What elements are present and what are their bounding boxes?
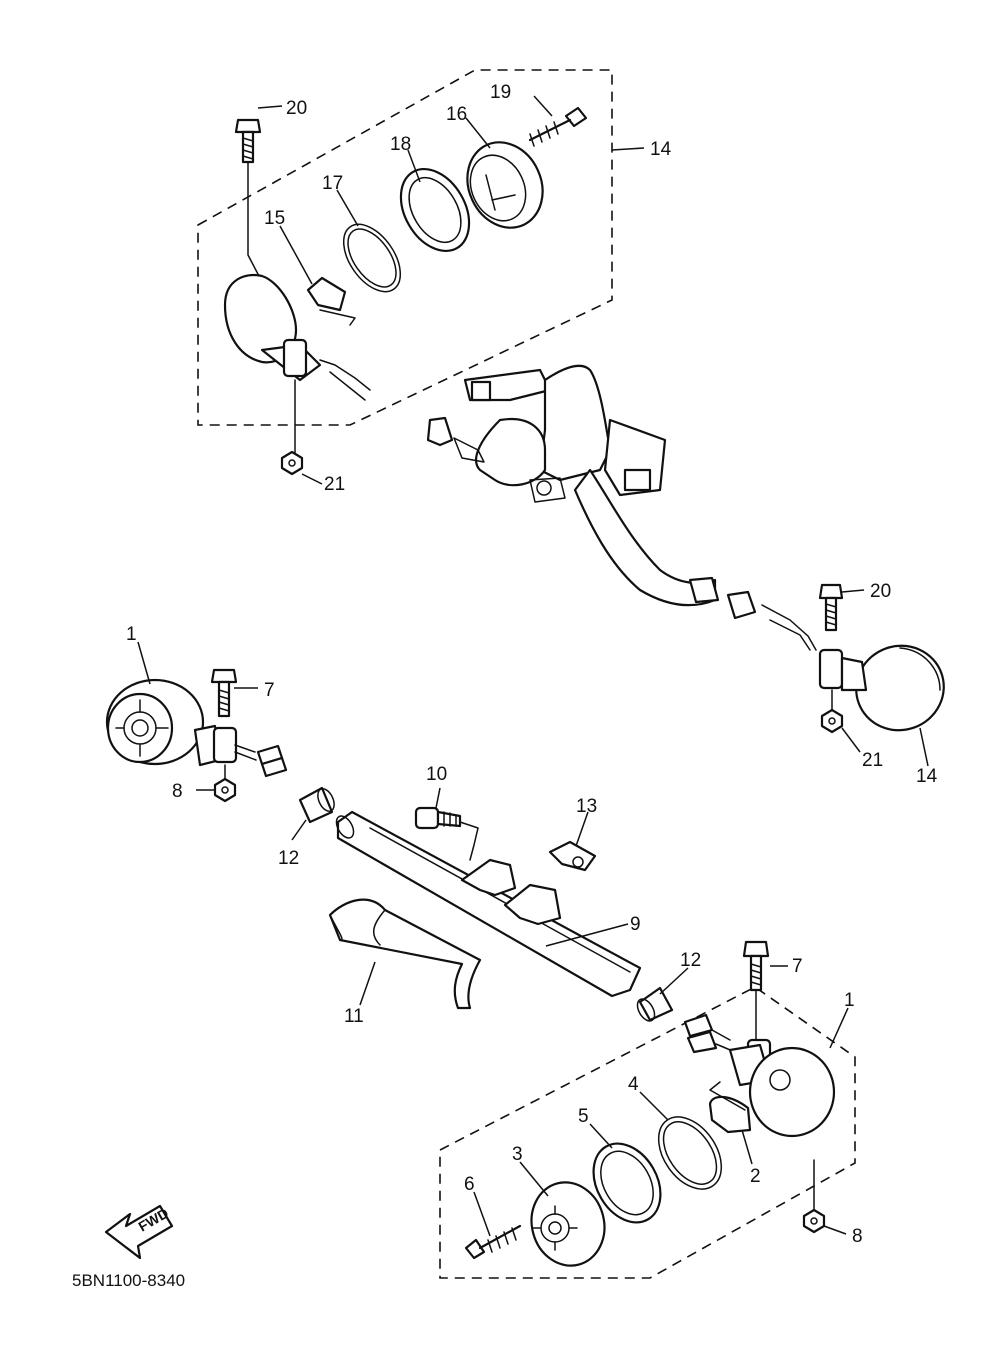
label-19: 19 <box>490 82 511 103</box>
label-8-right: 8 <box>852 1226 863 1247</box>
front-assembly-box <box>439 986 856 1279</box>
label-1-right: 1 <box>844 990 855 1011</box>
signal-assembly-1-right <box>683 1013 836 1138</box>
signal-body-14-lower <box>818 644 945 732</box>
nut-8-right <box>802 1159 826 1234</box>
label-7-right: 7 <box>792 956 803 977</box>
label-1-left: 1 <box>126 624 137 645</box>
label-9: 9 <box>630 914 641 935</box>
fwd-arrow: FWD <box>104 1205 174 1260</box>
label-8-left: 8 <box>172 781 183 802</box>
rear-assembly-box <box>197 69 613 426</box>
rear-bracket-stay <box>426 364 717 607</box>
rim-5 <box>592 1142 662 1224</box>
lens-3 <box>530 1181 606 1267</box>
rim-18 <box>399 167 471 253</box>
label-12-left: 12 <box>278 848 299 869</box>
label-18: 18 <box>390 134 411 155</box>
signal-assembly-1-left <box>105 678 288 778</box>
gasket-17 <box>342 223 402 293</box>
label-7-left: 7 <box>264 680 275 701</box>
stay-tube-9 <box>335 810 642 998</box>
label-6: 6 <box>464 1174 475 1195</box>
gasket-4 <box>657 1116 723 1190</box>
label-17: 17 <box>322 173 343 194</box>
cover-11 <box>328 898 482 1010</box>
label-21-upper: 21 <box>324 474 345 495</box>
label-14-lower: 14 <box>916 766 938 787</box>
grommet-12-left <box>298 786 335 824</box>
label-3: 3 <box>512 1144 523 1165</box>
bolt-10 <box>414 806 479 861</box>
nut-8-left <box>213 764 237 803</box>
label-2: 2 <box>750 1166 761 1187</box>
label-20-lower: 20 <box>870 581 891 602</box>
bulb-15 <box>306 276 356 326</box>
bolt-20-lower <box>818 583 844 632</box>
leader-lines <box>137 95 929 1237</box>
bolt-7-left <box>210 668 238 718</box>
stay-end-parts <box>688 576 817 651</box>
label-14-upper: 14 <box>650 139 672 160</box>
diagram-code: 5BN1100-8340 <box>72 1271 185 1290</box>
label-15: 15 <box>264 208 285 229</box>
nut-21-upper <box>280 450 304 476</box>
bolt-20-upper <box>234 118 296 346</box>
lens-16 <box>466 141 544 229</box>
bulb-2 <box>708 1081 752 1134</box>
label-11: 11 <box>344 1006 364 1027</box>
nut-21-lower <box>820 689 844 734</box>
grommet-12-right <box>636 986 674 1022</box>
label-5: 5 <box>578 1106 589 1127</box>
label-10: 10 <box>426 764 447 785</box>
label-12-right: 12 <box>680 950 701 971</box>
screw-6 <box>464 1224 522 1260</box>
part-labels: 20 19 16 18 17 15 14 21 20 21 14 1 7 8 1… <box>126 82 938 1247</box>
bolt-7-right <box>742 940 770 1041</box>
label-16: 16 <box>446 104 467 125</box>
label-4: 4 <box>628 1074 639 1095</box>
label-21-lower: 21 <box>862 750 883 771</box>
clamp-13 <box>548 840 597 872</box>
signal-body-14-upper <box>223 274 371 456</box>
bolt-19 <box>528 106 588 147</box>
label-20-upper: 20 <box>286 98 307 119</box>
label-13: 13 <box>576 796 597 817</box>
